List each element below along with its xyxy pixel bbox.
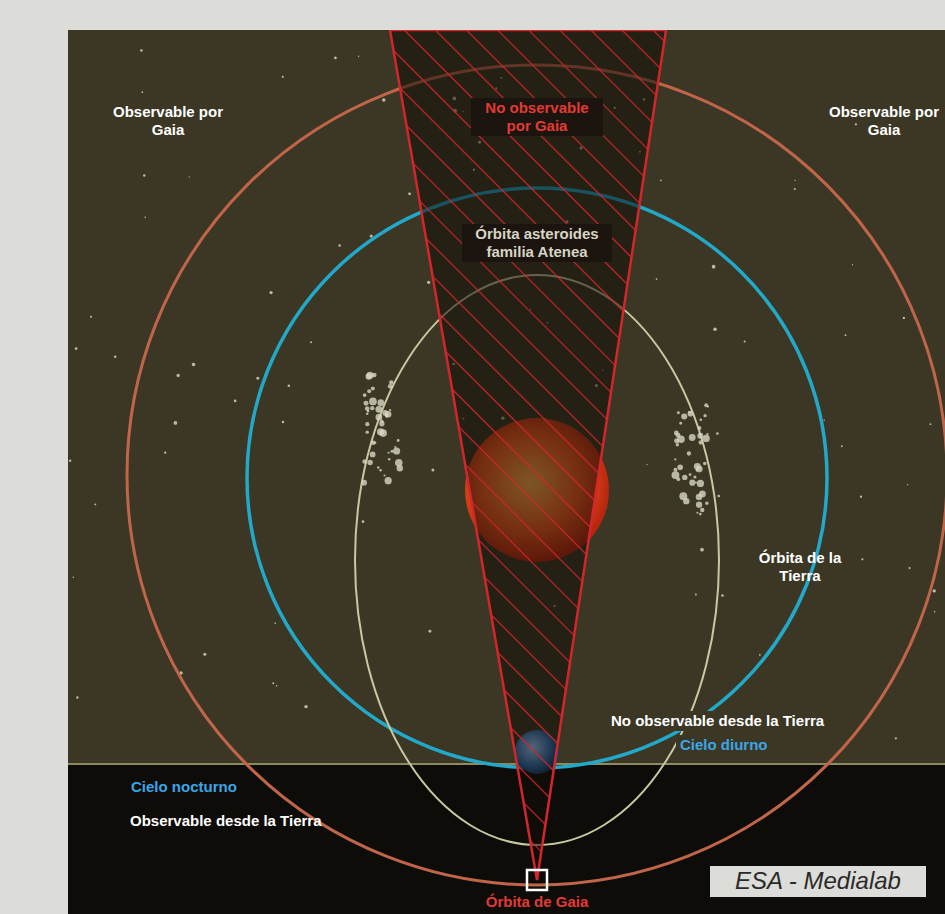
orbit-label: Órbita de la Tierra (745, 549, 855, 585)
orbit-label: Órbita asteroides familia Atenea (462, 224, 612, 262)
space-ground (68, 30, 945, 914)
region-label: Observable por Gaia (828, 103, 940, 139)
credit-watermark: ESA - Medialab (710, 866, 926, 897)
orbit-label: Órbita de Gaia (467, 892, 607, 912)
sky-label: Cielo diurno (676, 735, 772, 755)
sky-label: No observable desde la Tierra (607, 711, 828, 731)
gaia-spacecraft (527, 870, 547, 890)
region-label: No observable por Gaia (471, 98, 603, 136)
sky-label: Observable desde la Tierra (130, 812, 322, 830)
night-band (68, 764, 945, 914)
sky-label: Cielo nocturno (131, 778, 237, 796)
region-label: Observable por Gaia (110, 103, 226, 139)
gaia-blind-wedge (390, 30, 666, 880)
